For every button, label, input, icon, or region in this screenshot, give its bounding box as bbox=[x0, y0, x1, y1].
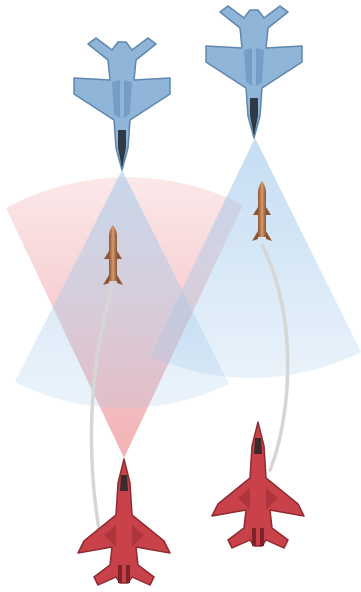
friendly-jet-icon bbox=[206, 6, 302, 138]
hostile-jet-icon bbox=[212, 422, 304, 548]
friendly-jet-icon bbox=[74, 38, 170, 170]
